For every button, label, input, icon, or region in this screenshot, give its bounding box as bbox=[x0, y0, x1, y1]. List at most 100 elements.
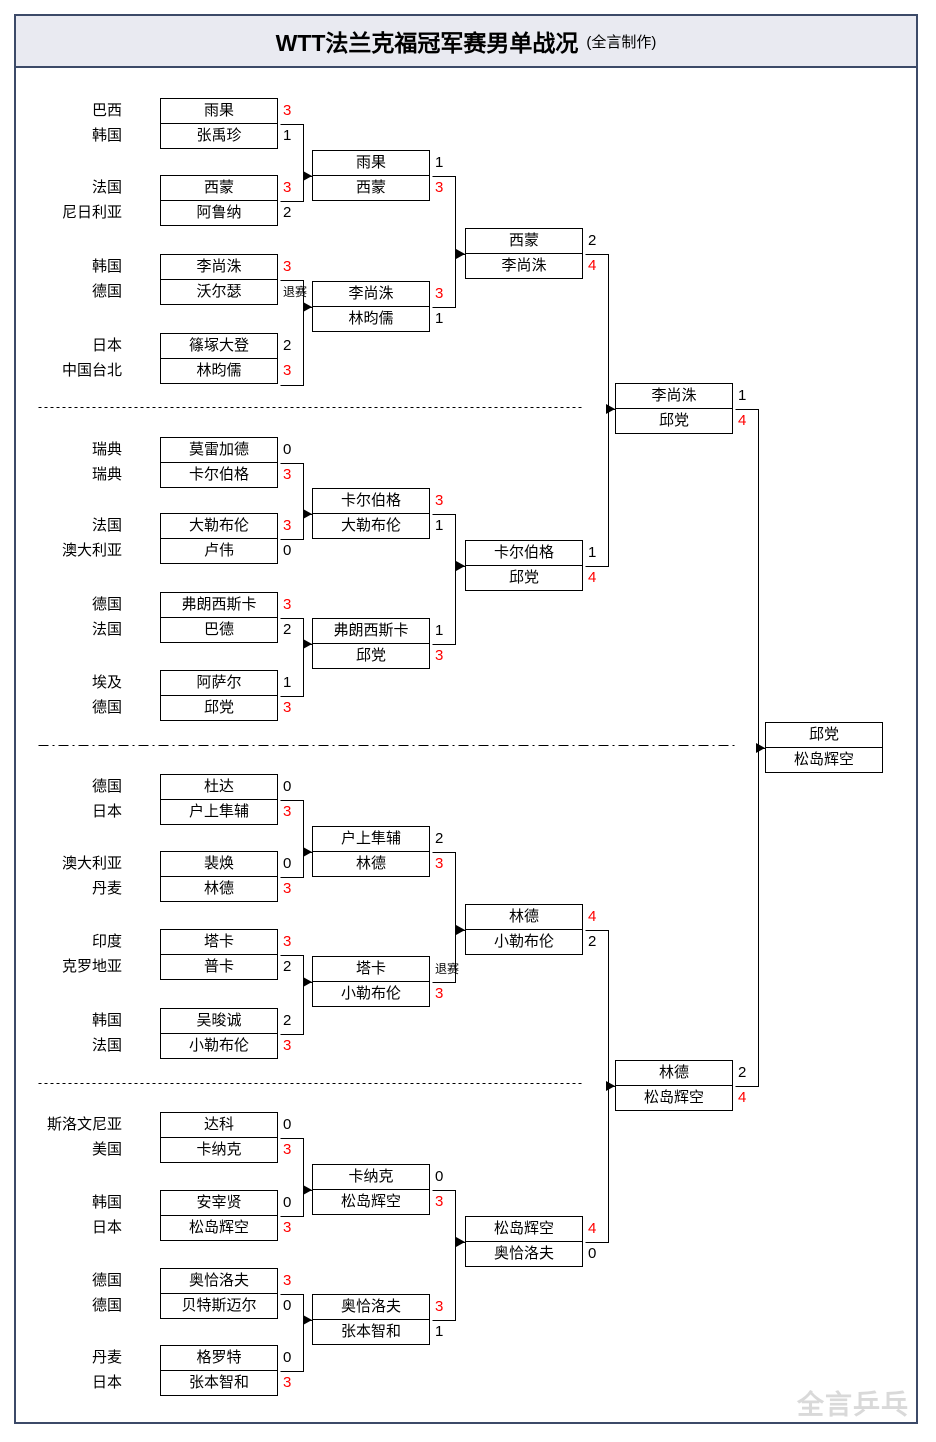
player-name-box: 邱党 bbox=[160, 695, 278, 721]
match-q1r2a: 雨果 1 西蒙 3 bbox=[312, 150, 443, 201]
player-name-box: 奥恰洛夫 bbox=[160, 1268, 278, 1294]
score-label: 3 bbox=[283, 699, 292, 716]
player-name-box: 林德 bbox=[615, 1060, 733, 1086]
score-label: 1 bbox=[435, 310, 444, 327]
match-q4m3: 德国 奥恰洛夫 3 德国 贝特斯迈尔 0 bbox=[92, 1268, 291, 1319]
player-name-box: 西蒙 bbox=[465, 228, 583, 254]
player-name-box: 裴焕 bbox=[160, 851, 278, 877]
player-name-box: 卡纳克 bbox=[160, 1137, 278, 1163]
score-label: 3 bbox=[435, 855, 444, 872]
player-name-box: 松岛辉空 bbox=[765, 747, 883, 773]
country-label: 韩国 bbox=[91, 1012, 122, 1029]
score-label: 0 bbox=[588, 1245, 597, 1262]
country-label: 日本 bbox=[91, 337, 122, 354]
player-name-box: 大勒布伦 bbox=[160, 513, 278, 539]
country-label: 德国 bbox=[91, 1297, 122, 1314]
match-q1r2b: 李尚洙 3 林昀儒 1 bbox=[312, 281, 443, 332]
match-q2r2a: 卡尔伯格 3 大勒布伦 1 bbox=[312, 488, 443, 539]
score-label: 3 bbox=[435, 179, 444, 196]
score-label: 4 bbox=[738, 1089, 747, 1106]
score-label: 0 bbox=[283, 1349, 292, 1366]
match-q3m2: 澳大利亚 裴焕 0 丹麦 林德 3 bbox=[62, 851, 291, 902]
score-label: 1 bbox=[738, 387, 747, 404]
score-label: 0 bbox=[283, 778, 292, 795]
player-name-box: 西蒙 bbox=[312, 175, 430, 201]
match-q1r3: 西蒙 2 李尚洙 4 bbox=[465, 228, 596, 279]
player-name-box: 小勒布伦 bbox=[312, 981, 430, 1007]
player-name-box: 松岛辉空 bbox=[465, 1216, 583, 1242]
score-label: 3 bbox=[283, 1219, 292, 1236]
player-name-box: 达科 bbox=[160, 1112, 278, 1138]
player-name-box: 卢伟 bbox=[160, 538, 278, 564]
country-label: 德国 bbox=[91, 1272, 122, 1289]
player-name-box: 雨果 bbox=[160, 98, 278, 124]
player-name-box: 户上隼辅 bbox=[160, 799, 278, 825]
score-label: 退赛 bbox=[435, 962, 460, 976]
score-label: 2 bbox=[588, 933, 597, 950]
match-q1m3: 韩国 李尚洙 3 德国 沃尔瑟 退赛 bbox=[92, 254, 307, 305]
player-name-box: 篠塚大登 bbox=[160, 333, 278, 359]
country-label: 巴西 bbox=[91, 102, 122, 119]
score-label: 3 bbox=[435, 1298, 444, 1315]
player-name-box: 邱党 bbox=[465, 565, 583, 591]
player-name-box: 奥恰洛夫 bbox=[465, 1241, 583, 1267]
country-label: 丹麦 bbox=[91, 880, 122, 897]
country-label: 日本 bbox=[91, 803, 122, 820]
score-label: 1 bbox=[283, 127, 292, 144]
player-name-box: 弗朗西斯卡 bbox=[160, 592, 278, 618]
score-label: 4 bbox=[738, 412, 747, 429]
country-label: 日本 bbox=[91, 1374, 122, 1391]
country-label: 法国 bbox=[91, 1037, 122, 1054]
country-label: 斯洛文尼亚 bbox=[46, 1116, 122, 1133]
score-label: 0 bbox=[283, 542, 292, 559]
country-label: 德国 bbox=[91, 283, 122, 300]
score-label: 2 bbox=[588, 232, 597, 249]
match-q2m1: 瑞典 莫雷加德 0 瑞典 卡尔伯格 3 bbox=[92, 437, 291, 488]
player-name-box: 小勒布伦 bbox=[465, 929, 583, 955]
player-name-box: 弗朗西斯卡 bbox=[312, 618, 430, 644]
player-name-box: 阿萨尔 bbox=[160, 670, 278, 696]
score-label: 1 bbox=[283, 674, 292, 691]
score-label: 3 bbox=[283, 596, 292, 613]
match-q4m1: 斯洛文尼亚 达科 0 美国 卡纳克 3 bbox=[47, 1112, 291, 1163]
score-label: 4 bbox=[588, 1220, 597, 1237]
score-label: 3 bbox=[435, 492, 444, 509]
match-final: 邱党 松岛辉空 bbox=[765, 722, 883, 773]
player-name-box: 松岛辉空 bbox=[615, 1085, 733, 1111]
country-label: 瑞典 bbox=[91, 466, 122, 483]
player-name-box: 安宰贤 bbox=[160, 1190, 278, 1216]
player-name-box: 林德 bbox=[312, 851, 430, 877]
country-label: 韩国 bbox=[91, 1194, 122, 1211]
player-name-box: 小勒布伦 bbox=[160, 1033, 278, 1059]
page-title: WTT法兰克福冠军赛男单战况 bbox=[275, 30, 579, 56]
player-name-box: 李尚洙 bbox=[465, 253, 583, 279]
country-label: 澳大利亚 bbox=[61, 855, 122, 872]
player-name-box: 莫雷加德 bbox=[160, 437, 278, 463]
country-label: 日本 bbox=[91, 1219, 122, 1236]
score-label: 2 bbox=[283, 337, 292, 354]
score-label: 2 bbox=[283, 621, 292, 638]
score-label: 3 bbox=[283, 258, 292, 275]
match-q2m2: 法国 大勒布伦 3 澳大利亚 卢伟 0 bbox=[62, 513, 291, 564]
match-q3r2b: 塔卡 退赛 小勒布伦 3 bbox=[312, 956, 459, 1007]
score-label: 3 bbox=[435, 1193, 444, 1210]
country-label: 克罗地亚 bbox=[61, 958, 122, 975]
player-name-box: 邱党 bbox=[765, 722, 883, 748]
country-label: 德国 bbox=[91, 699, 122, 716]
match-q1m2: 法国 西蒙 3 尼日利亚 阿鲁纳 2 bbox=[62, 175, 291, 226]
score-label: 3 bbox=[283, 803, 292, 820]
score-label: 2 bbox=[738, 1064, 747, 1081]
player-name-box: 卡尔伯格 bbox=[312, 488, 430, 514]
score-label: 2 bbox=[283, 958, 292, 975]
country-label: 丹麦 bbox=[91, 1349, 122, 1366]
score-label: 0 bbox=[283, 441, 292, 458]
country-label: 埃及 bbox=[91, 674, 122, 691]
score-label: 3 bbox=[435, 285, 444, 302]
match-q3r2a: 户上隼辅 2 林德 3 bbox=[312, 826, 443, 877]
country-label: 德国 bbox=[91, 778, 122, 795]
match-q1m4: 日本 篠塚大登 2 中国台北 林昀儒 3 bbox=[62, 333, 291, 384]
country-label: 德国 bbox=[91, 596, 122, 613]
match-q3m3: 印度 塔卡 3 克罗地亚 普卡 2 bbox=[62, 929, 291, 980]
score-label: 4 bbox=[588, 257, 597, 274]
